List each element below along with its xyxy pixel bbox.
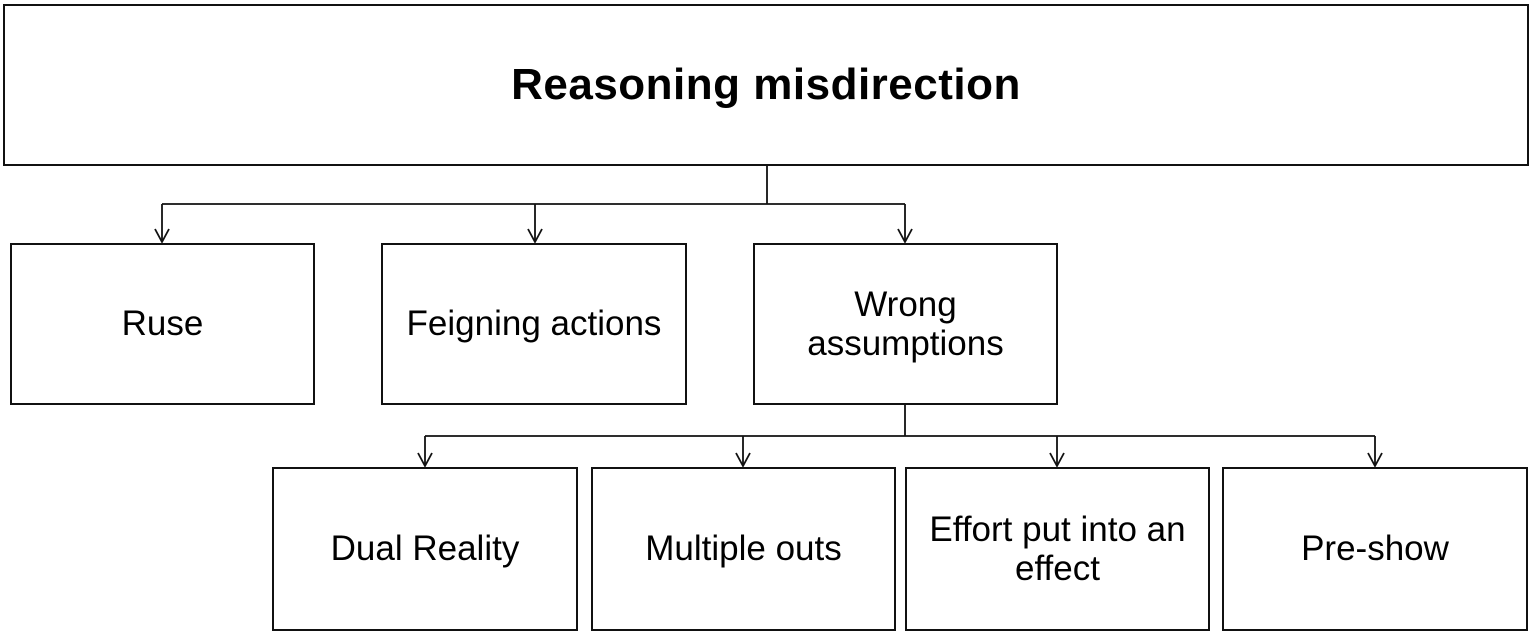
node-pre-show: Pre-show — [1222, 467, 1528, 631]
arrowhead-multiple-outs — [735, 452, 751, 468]
node-ruse: Ruse — [10, 243, 315, 405]
node-label-dual-reality: Dual Reality — [330, 529, 520, 569]
node-feigning-actions: Feigning actions — [381, 243, 687, 405]
node-label-pre-show: Pre-show — [1301, 529, 1449, 569]
node-label-wrong-assumptions: Wrong assumptions — [807, 284, 1004, 363]
node-effort-put-into-an-effect: Effort put into an effect — [905, 467, 1210, 631]
node-label-ruse: Ruse — [121, 304, 204, 344]
arrowhead-wrong-assumptions — [897, 228, 913, 244]
node-label-reasoning-misdirection: Reasoning misdirection — [511, 60, 1021, 110]
node-label-multiple-outs: Multiple outs — [645, 529, 842, 569]
node-label-feigning-actions: Feigning actions — [406, 304, 662, 344]
node-label-effort-put-into-an-effect: Effort put into an effect — [929, 509, 1186, 588]
arrowhead-ruse — [154, 228, 170, 244]
node-reasoning-misdirection: Reasoning misdirection — [3, 4, 1529, 166]
node-multiple-outs: Multiple outs — [591, 467, 896, 631]
node-dual-reality: Dual Reality — [272, 467, 578, 631]
edges-wrong-assumptions-to-children — [417, 405, 1383, 468]
edges-root-to-children — [154, 166, 913, 244]
node-wrong-assumptions: Wrong assumptions — [753, 243, 1058, 405]
arrowhead-feigning-actions — [527, 228, 543, 244]
arrowhead-pre-show — [1367, 452, 1383, 468]
arrowhead-effort — [1049, 452, 1065, 468]
arrowhead-dual-reality — [417, 452, 433, 468]
